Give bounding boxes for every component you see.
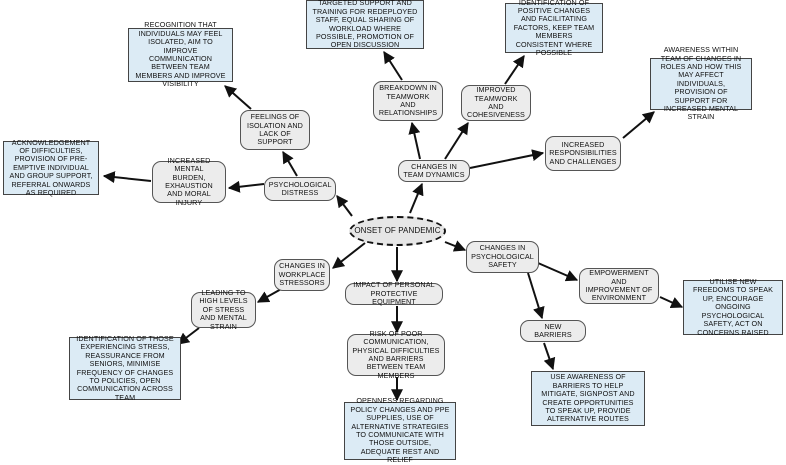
mental-burden-action-label: ACKNOWLEDGEMENT OF DIFFICULTIES, PROVISI… — [9, 137, 93, 198]
onset-of-pandemic-label: ONSET OF PANDEMIC — [354, 225, 441, 235]
breakdown-node: BREAKDOWN IN TEAMWORK AND RELATIONSHIPS — [373, 81, 443, 121]
ppe-impact-node: IMPACT OF PERSONAL PROTECTIVE EQUIPMENT — [345, 280, 443, 307]
arrow-workplace — [332, 242, 366, 269]
empowerment-node: EMPOWERMENT AND IMPROVEMENT OF ENVIRONME… — [579, 268, 659, 304]
empowerment-action-box: UTILISE NEW FREEDOMS TO SPEAK UP, ENCOUR… — [683, 277, 783, 337]
arrow-breakdown-action — [383, 50, 403, 81]
stress-action-box: IDENTIFICATION OF THOSE EXPERIENCING STR… — [69, 333, 181, 402]
ppe-action-box: OPENNESS REGARDING POLICY CHANGES AND PP… — [344, 397, 456, 464]
ppe-action-label: OPENNESS REGARDING POLICY CHANGES AND PP… — [350, 396, 450, 465]
mental-burden-label: INCREASED MENTAL BURDEN, EXHAUSTION AND … — [165, 155, 213, 207]
improved-action-box: IDENTIFICATION OF POSITIVE CHANGES AND F… — [505, 0, 603, 57]
workplace-stressors-label: CHANGES IN WORKPLACE STRESSORS — [278, 261, 326, 288]
arrow-dynamics-breakdown — [408, 121, 421, 160]
arrow-dynamics — [409, 182, 424, 214]
improved-teamwork-label: IMPROVED TEAMWORK AND COHESIVENESS — [467, 85, 525, 120]
barriers-action-box: USE AWARENESS OF BARRIERS TO HELP MITIGA… — [531, 371, 645, 426]
new-barriers-node: NEW BARRIERS — [520, 320, 586, 342]
responsibilities-action-label: AWARENESS WITHIN TEAM OF CHANGES IN ROLE… — [660, 45, 742, 122]
isolation-node: FEELINGS OF ISOLATION AND LACK OF SUPPOR… — [240, 110, 310, 150]
arrow-distress-burden — [227, 180, 265, 193]
isolation-action-box: RECOGNITION THAT INDIVIDUALS MAY FEEL IS… — [128, 21, 233, 88]
isolation-label: FEELINGS OF ISOLATION AND LACK OF SUPPOR… — [247, 112, 303, 147]
isolation-action-label: RECOGNITION THAT INDIVIDUALS MAY FEEL IS… — [135, 20, 226, 89]
psychological-distress-label: PSYCHOLOGICAL DISTRESS — [268, 179, 332, 197]
arrow-dynamics-responsibilities — [469, 149, 545, 169]
arrow-empowerment-action — [659, 296, 684, 308]
arrow-distress-isolation — [282, 150, 298, 177]
ppe-risk-label: RISK OF POOR COMMUNICATION, PHYSICAL DIF… — [352, 328, 440, 380]
onset-of-pandemic-node: ONSET OF PANDEMIC — [349, 216, 446, 246]
team-dynamics-node: CHANGES IN TEAM DYNAMICS — [398, 160, 470, 182]
psychological-safety-node: CHANGES IN PSYCHOLOGICAL SAFETY — [466, 241, 539, 273]
arrow-responsibilities-action — [622, 111, 655, 139]
arrow-dynamics-improved — [444, 121, 469, 160]
arrow-burden-action — [102, 171, 152, 184]
arrow-barriers-action — [543, 342, 556, 371]
arrow-safety-empowerment — [537, 262, 579, 282]
mental-burden-action-box: ACKNOWLEDGEMENT OF DIFFICULTIES, PROVISI… — [3, 137, 99, 198]
psychological-safety-label: CHANGES IN PSYCHOLOGICAL SAFETY — [471, 243, 534, 270]
empowerment-action-label: UTILISE NEW FREEDOMS TO SPEAK UP, ENCOUR… — [692, 277, 774, 337]
breakdown-action-box: TARGETED SUPPORT AND TRAINING FOR REDEPL… — [306, 0, 424, 49]
responsibilities-label: INCREASED RESPONSIBILITIES AND CHALLENGE… — [549, 139, 617, 166]
barriers-action-label: USE AWARENESS OF BARRIERS TO HELP MITIGA… — [541, 372, 635, 424]
workplace-stressors-node: CHANGES IN WORKPLACE STRESSORS — [274, 259, 330, 291]
improved-action-label: IDENTIFICATION OF POSITIVE CHANGES AND F… — [513, 0, 595, 58]
mental-burden-node: INCREASED MENTAL BURDEN, EXHAUSTION AND … — [152, 156, 226, 207]
responsibilities-node: INCREASED RESPONSIBILITIES AND CHALLENGE… — [545, 136, 621, 171]
empowerment-label: EMPOWERMENT AND IMPROVEMENT OF ENVIRONME… — [585, 268, 653, 303]
ppe-risk-node: RISK OF POOR COMMUNICATION, PHYSICAL DIF… — [347, 329, 445, 380]
breakdown-label: BREAKDOWN IN TEAMWORK AND RELATIONSHIPS — [378, 83, 438, 118]
psychological-distress-node: PSYCHOLOGICAL DISTRESS — [264, 177, 336, 201]
new-barriers-label: NEW BARRIERS — [534, 321, 572, 339]
arrow-safety-barriers — [527, 272, 545, 320]
stress-node: LEADING TO HIGH LEVELS OF STRESS AND MEN… — [191, 287, 256, 331]
responsibilities-action-box: AWARENESS WITHIN TEAM OF CHANGES IN ROLE… — [650, 45, 752, 121]
ppe-impact-label: IMPACT OF PERSONAL PROTECTIVE EQUIPMENT — [353, 280, 435, 307]
stress-action-label: IDENTIFICATION OF THOSE EXPERIENCING STR… — [76, 333, 174, 402]
arrow-safety — [444, 240, 467, 252]
breakdown-action-label: TARGETED SUPPORT AND TRAINING FOR REDEPL… — [312, 0, 418, 50]
arrow-isolation-action — [224, 85, 252, 110]
stress-label: LEADING TO HIGH LEVELS OF STRESS AND MEN… — [199, 287, 248, 331]
improved-teamwork-node: IMPROVED TEAMWORK AND COHESIVENESS — [461, 85, 531, 121]
arrow-stress-action — [177, 327, 200, 345]
arrow-improved-action — [504, 55, 525, 85]
team-dynamics-label: CHANGES IN TEAM DYNAMICS — [403, 161, 465, 179]
arrow-distress — [336, 195, 353, 217]
